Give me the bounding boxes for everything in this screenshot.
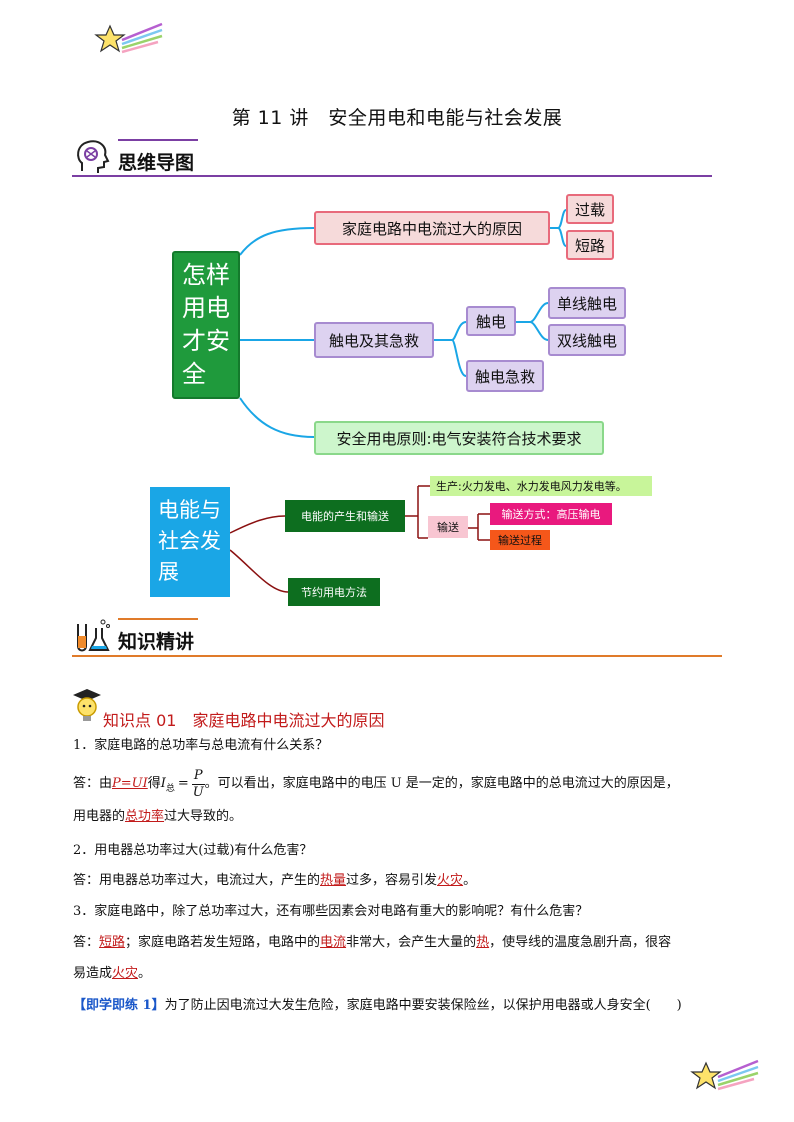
section1-topline bbox=[118, 139, 198, 141]
question-2: 2．用电器总功率过大(过载)有什么危害？ bbox=[73, 843, 313, 858]
mindmap1-connectors bbox=[239, 209, 567, 438]
graduate-bulb-icon bbox=[73, 689, 101, 721]
node-electric-shock-aid: 触电及其急救 bbox=[314, 322, 434, 358]
node-power-saving: 节约用电方法 bbox=[288, 578, 380, 606]
section-heading-knowledge: 知识精讲 bbox=[118, 631, 195, 653]
mindmap2-connectors bbox=[229, 485, 490, 593]
key-heat-2: 热 bbox=[476, 935, 490, 950]
knowledge-point-title: 知识点 01 家庭电路中电流过大的原因 bbox=[103, 711, 385, 730]
page-title: 第 11 讲 安全用电和电能与社会发展 bbox=[231, 107, 563, 129]
answer-1-line-1: 答：由 P=UI 得 I 总 = P U 。可以看出，家庭电路中的电压 U 是一… bbox=[73, 764, 723, 804]
star-decoration-bottom-icon bbox=[690, 1059, 759, 1091]
star-decoration-top-icon bbox=[94, 22, 163, 54]
answer-3-line-1: 答：短路；家庭电路若发生短路，电路中的电流非常大，会产生大量的热，使导线的温度急… bbox=[73, 935, 672, 950]
answer-1-de: 得 bbox=[147, 776, 161, 791]
fraction-numerator: P bbox=[191, 767, 205, 785]
answer-1-rest: 。可以看出，家庭电路中的电压 U 是一定的，家庭电路中的总电流过大的原因是， bbox=[204, 776, 679, 791]
mindmap2-root: 电能与社会发展 bbox=[150, 487, 230, 597]
practice-1: 【即学即练 1】为了防止因电流过大发生危险，家庭电路中要安装保险丝，以保护用电器… bbox=[73, 998, 733, 1014]
fraction: P U bbox=[191, 767, 205, 801]
section2-topline bbox=[118, 618, 198, 620]
node-generation-transmission: 电能的产生和输送 bbox=[285, 500, 405, 532]
key-total-power: 总功率 bbox=[125, 809, 165, 824]
key-short-circuit: 短路 bbox=[99, 935, 126, 950]
flask-icon bbox=[77, 619, 110, 652]
section1-rule bbox=[72, 175, 712, 177]
section2-rule bbox=[72, 655, 722, 657]
node-overload: 过载 bbox=[566, 194, 614, 224]
answer-1-prefix: 答：由 bbox=[73, 776, 113, 791]
answer-1-line-2: 用电器的总功率过大导致的。 bbox=[73, 809, 243, 824]
fraction-denominator: U bbox=[192, 784, 204, 800]
node-shock-first-aid: 触电急救 bbox=[466, 360, 544, 392]
key-current: 电流 bbox=[320, 935, 347, 950]
node-current-overload-causes: 家庭电路中电流过大的原因 bbox=[314, 211, 550, 245]
node-production: 生产:火力发电、水力发电风力发电等。 bbox=[430, 476, 652, 496]
question-1: 1．家庭电路的总功率与总电流有什么关系？ bbox=[73, 738, 329, 753]
node-safety-principle: 安全用电原则:电气安装符合技术要求 bbox=[314, 421, 604, 455]
practice-text: 为了防止因电流过大发生危险，家庭电路中要安装保险丝，以保护用电器或人身安全( ) bbox=[164, 998, 682, 1013]
key-fire: 火灾 bbox=[437, 873, 464, 888]
node-transmission-method: 输送方式：高压输电 bbox=[490, 503, 612, 525]
mindmap1-root: 怎样用电才安全 bbox=[172, 251, 240, 399]
formula-p-ui: P=UI bbox=[112, 776, 148, 791]
node-transmission: 输送 bbox=[428, 516, 468, 538]
practice-label: 【即学即练 1】 bbox=[73, 998, 165, 1013]
answer-2: 答：用电器总功率过大，电流过大，产生的热量过多，容易引发火灾。 bbox=[73, 873, 477, 888]
node-single-wire-shock: 单线触电 bbox=[548, 287, 626, 319]
section-heading-mindmap: 思维导图 bbox=[118, 152, 195, 174]
key-fire-2: 火灾 bbox=[112, 966, 139, 981]
node-short-circuit: 短路 bbox=[566, 230, 614, 260]
brain-head-icon bbox=[77, 140, 110, 173]
question-3: 3．家庭电路中，除了总功率过大，还有哪些因素会对电路有重大的影响呢？有什么危害？ bbox=[73, 904, 589, 919]
answer-3-line-2: 易造成火灾。 bbox=[73, 966, 152, 981]
node-transmission-process: 输送过程 bbox=[490, 530, 550, 550]
key-heat: 热量 bbox=[320, 873, 347, 888]
node-electric-shock: 触电 bbox=[466, 306, 516, 336]
node-double-wire-shock: 双线触电 bbox=[548, 324, 626, 356]
formula-i-total: I 总 = P U bbox=[160, 767, 205, 801]
